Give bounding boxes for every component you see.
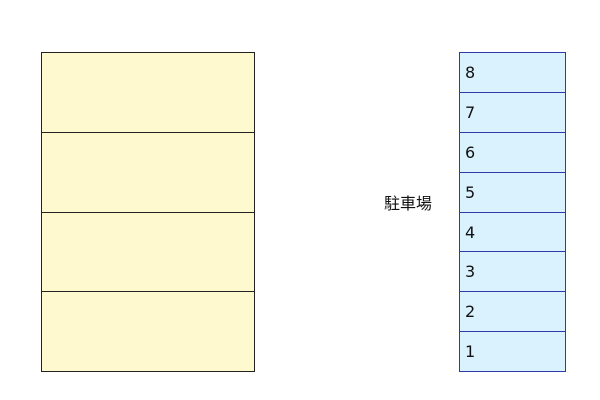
building [41,52,255,372]
parking-space-number: 6 [465,142,476,162]
parking-space-number: 4 [465,222,476,242]
building-section [42,133,254,213]
parking-space: 1 [460,332,565,371]
parking-space-number: 5 [465,182,476,202]
parking-space: 8 [460,53,565,93]
building-section [42,292,254,371]
parking-space: 5 [460,173,565,213]
parking-space-number: 3 [465,262,476,282]
parking-space-number: 8 [465,63,476,82]
parking-space: 4 [460,213,565,253]
parking-space-number: 2 [465,302,476,322]
parking-space-number: 7 [465,102,476,122]
parking-space: 3 [460,252,565,293]
building-section [42,213,254,293]
parking-space-number: 1 [465,342,476,362]
parking-space: 6 [460,133,565,173]
parking-label: 駐車場 [384,194,433,213]
parking-lot: 8 7 6 5 4 3 2 1 [459,52,566,372]
building-section [42,53,254,133]
parking-space: 7 [460,93,565,133]
parking-space: 2 [460,292,565,333]
